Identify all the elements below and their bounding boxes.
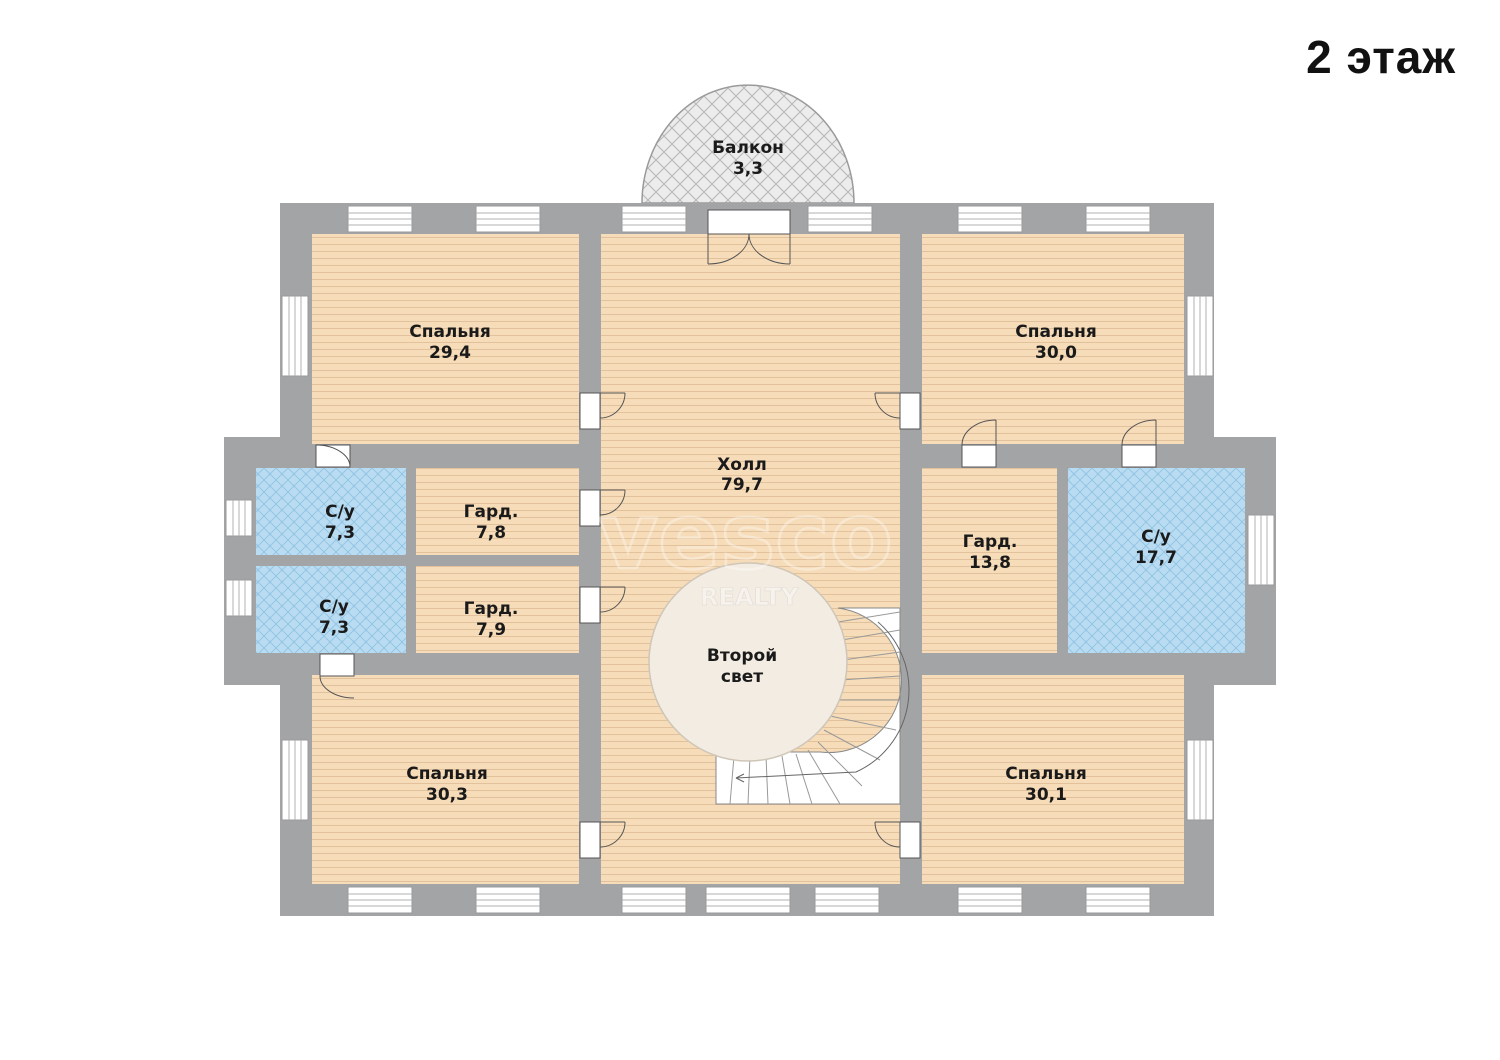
- bedroom-nw-area: 29,4: [429, 343, 471, 363]
- second-light-void: [648, 562, 848, 762]
- room-wardrobe-w1: [416, 468, 579, 555]
- room-bedroom-se: [922, 675, 1184, 884]
- watermark: vesco REALTY: [597, 482, 894, 612]
- room-bath-e: [1068, 468, 1245, 653]
- watermark-sub: REALTY: [700, 583, 799, 611]
- balcony-area: 3,3: [733, 159, 763, 179]
- bedroom-sw-area: 30,3: [426, 785, 468, 805]
- bedroom-nw-name: Спальня: [409, 322, 491, 342]
- bath-w1-area: 7,3: [325, 523, 355, 543]
- room-wardrobe-w2: [416, 566, 579, 653]
- wardrobe-e-area: 13,8: [969, 553, 1011, 573]
- room-wardrobe-e: [922, 468, 1057, 653]
- second-light-name: Второй: [707, 646, 777, 666]
- room-bedroom-ne: [922, 234, 1184, 444]
- wardrobe-w2-area: 7,9: [476, 620, 506, 640]
- wardrobe-w2-name: Гард.: [464, 599, 519, 619]
- room-bath-w2: [256, 566, 406, 653]
- bedroom-ne-area: 30,0: [1035, 343, 1077, 363]
- wardrobe-w1-area: 7,8: [476, 523, 506, 543]
- wardrobe-e-name: Гард.: [963, 532, 1018, 552]
- bedroom-se-area: 30,1: [1025, 785, 1067, 805]
- wardrobe-w1-name: Гард.: [464, 502, 519, 522]
- bath-e-area: 17,7: [1135, 548, 1177, 568]
- bath-w2-name: С/у: [319, 597, 349, 617]
- room-bedroom-nw: [312, 234, 579, 444]
- bedroom-se-name: Спальня: [1005, 764, 1087, 784]
- hall-area: 79,7: [721, 475, 763, 495]
- window-glazing: [232, 212, 1268, 907]
- room-bath-w1: [256, 468, 406, 555]
- watermark-brand: vesco: [598, 483, 893, 590]
- room-bedroom-sw: [312, 675, 579, 884]
- hall-name: Холл: [717, 455, 767, 475]
- bedroom-ne-name: Спальня: [1015, 322, 1097, 342]
- bath-e-name: С/у: [1141, 527, 1171, 547]
- bath-w1-name: С/у: [325, 502, 355, 522]
- balcony-name: Балкон: [712, 138, 784, 158]
- second-light-name2: свет: [721, 667, 763, 687]
- floor-title: 2 этаж: [1306, 31, 1456, 83]
- bath-w2-area: 7,3: [319, 618, 349, 638]
- bedroom-sw-name: Спальня: [406, 764, 488, 784]
- door-swings: [315, 233, 1157, 848]
- balcony-area: [641, 84, 855, 204]
